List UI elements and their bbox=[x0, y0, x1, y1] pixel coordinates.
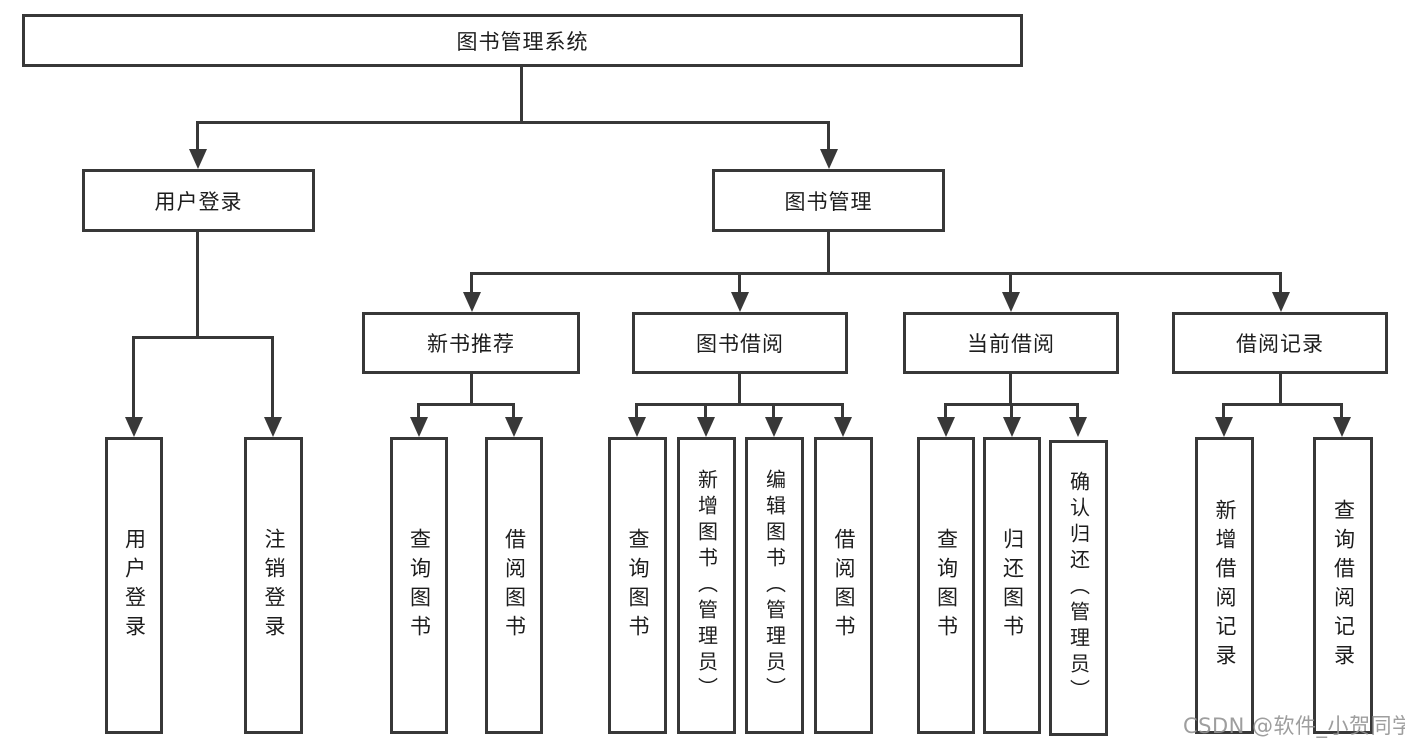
leaf-current-return-books: 归还图书 bbox=[983, 437, 1041, 734]
leaf-current-query-books: 查询图书 bbox=[917, 437, 975, 734]
arrow-to-current-return bbox=[1003, 417, 1021, 437]
connector-borrowing-leaf3-stub bbox=[772, 403, 775, 419]
arrow-to-borrowing-records bbox=[1272, 292, 1290, 312]
connector-current-down bbox=[1009, 374, 1012, 406]
connector-records-leaf2-stub bbox=[1340, 403, 1343, 419]
leaf-borrow-edit-books-admin: 编辑图书（管理员） bbox=[745, 437, 804, 734]
leaf-borrow-borrow-books-label: 借阅图书 bbox=[832, 527, 856, 644]
leaf-current-confirm-return-admin: 确认归还（管理员） bbox=[1049, 440, 1108, 736]
leaf-user-login-label: 用户登录 bbox=[122, 527, 147, 644]
connector-borrowing-stub bbox=[738, 272, 741, 294]
connector-root-bracket bbox=[196, 121, 830, 124]
arrow-to-borrow-borrow bbox=[834, 417, 852, 437]
node-root: 图书管理系统 bbox=[22, 14, 1023, 67]
connector-records-leaf1-stub bbox=[1222, 403, 1225, 419]
arrow-to-recommend-borrow bbox=[505, 417, 523, 437]
arrow-to-user-login-leaf bbox=[125, 417, 143, 437]
node-borrowing-records-label: 借阅记录 bbox=[1236, 332, 1324, 356]
leaf-records-add-record: 新增借阅记录 bbox=[1195, 437, 1254, 734]
connector-recommend-stub bbox=[470, 272, 473, 294]
leaf-recommend-query-books-label: 查询图书 bbox=[407, 527, 432, 644]
connector-mgmt-down bbox=[827, 232, 830, 275]
node-borrowing-records: 借阅记录 bbox=[1172, 312, 1388, 374]
leaf-records-query-record: 查询借阅记录 bbox=[1313, 437, 1373, 734]
node-user-login-label: 用户登录 bbox=[154, 189, 243, 214]
connector-borrowing-down bbox=[738, 374, 741, 406]
connector-user-down bbox=[196, 232, 199, 336]
arrow-to-book-borrowing bbox=[731, 292, 749, 312]
leaf-borrow-borrow-books: 借阅图书 bbox=[814, 437, 873, 734]
connector-current-stub bbox=[1009, 272, 1012, 294]
leaf-borrow-add-books-admin-label: 新增图书（管理员） bbox=[694, 468, 719, 703]
node-book-management-label: 图书管理 bbox=[784, 189, 873, 214]
arrow-to-borrow-query bbox=[628, 417, 646, 437]
connector-recommend-bracket bbox=[417, 403, 515, 406]
arrow-to-current-borrowing bbox=[1002, 292, 1020, 312]
connector-mgmt-stub bbox=[827, 121, 830, 151]
connector-user-leaf1-stub bbox=[132, 336, 135, 418]
node-new-book-recommend: 新书推荐 bbox=[362, 312, 580, 374]
node-new-book-recommend-label: 新书推荐 bbox=[427, 332, 515, 356]
arrow-to-user-login bbox=[189, 149, 207, 169]
leaf-records-add-record-label: 新增借阅记录 bbox=[1213, 498, 1237, 673]
connector-current-leaf2-stub bbox=[1010, 403, 1013, 419]
arrow-to-records-query bbox=[1333, 417, 1351, 437]
connector-user-stub bbox=[196, 121, 199, 151]
arrow-to-recommend-query bbox=[410, 417, 428, 437]
leaf-borrow-add-books-admin: 新增图书（管理员） bbox=[677, 437, 736, 734]
leaf-borrow-edit-books-admin-label: 编辑图书（管理员） bbox=[762, 468, 787, 703]
leaf-logout: 注销登录 bbox=[244, 437, 303, 734]
node-current-borrowing-label: 当前借阅 bbox=[967, 332, 1055, 356]
arrow-to-current-confirm bbox=[1069, 417, 1087, 437]
leaf-borrow-query-books-label: 查询图书 bbox=[626, 527, 650, 644]
connector-mgmt-bracket bbox=[470, 272, 1282, 275]
connector-records-stub bbox=[1279, 272, 1282, 294]
leaf-recommend-query-books: 查询图书 bbox=[390, 437, 448, 734]
connector-borrowing-bracket bbox=[635, 403, 844, 406]
connector-recommend-leaf2-stub bbox=[512, 403, 515, 419]
leaf-current-query-books-label: 查询图书 bbox=[934, 527, 959, 644]
node-root-label: 图书管理系统 bbox=[456, 29, 589, 54]
arrow-to-logout-leaf bbox=[264, 417, 282, 437]
node-book-borrowing-label: 图书借阅 bbox=[696, 332, 784, 356]
arrow-to-current-query bbox=[937, 417, 955, 437]
connector-borrowing-leaf4-stub bbox=[841, 403, 844, 419]
connector-current-leaf3-stub bbox=[1076, 403, 1079, 419]
arrow-to-new-book-recommend bbox=[463, 292, 481, 312]
leaf-user-login: 用户登录 bbox=[105, 437, 163, 734]
connector-borrowing-leaf1-stub bbox=[635, 403, 638, 419]
arrow-to-borrow-add bbox=[697, 417, 715, 437]
leaf-current-confirm-return-admin-label: 确认归还（管理员） bbox=[1066, 471, 1091, 705]
connector-current-leaf1-stub bbox=[944, 403, 947, 419]
leaf-current-return-books-label: 归还图书 bbox=[1000, 527, 1025, 644]
connector-recommend-down bbox=[470, 374, 473, 406]
node-current-borrowing: 当前借阅 bbox=[903, 312, 1119, 374]
connector-recommend-leaf1-stub bbox=[417, 403, 420, 419]
connector-user-leaf2-stub bbox=[271, 336, 274, 418]
arrow-to-records-add bbox=[1215, 417, 1233, 437]
arrow-to-borrow-edit bbox=[765, 417, 783, 437]
leaf-records-query-record-label: 查询借阅记录 bbox=[1331, 498, 1356, 673]
leaf-logout-label: 注销登录 bbox=[262, 527, 286, 644]
connector-user-bracket bbox=[132, 336, 274, 339]
connector-borrowing-leaf2-stub bbox=[704, 403, 707, 419]
connector-records-down bbox=[1279, 374, 1282, 406]
leaf-recommend-borrow-books-label: 借阅图书 bbox=[502, 527, 527, 644]
arrow-to-book-management bbox=[820, 149, 838, 169]
connector-records-bracket bbox=[1222, 403, 1343, 406]
node-book-borrowing: 图书借阅 bbox=[632, 312, 848, 374]
node-user-login: 用户登录 bbox=[82, 169, 315, 232]
leaf-recommend-borrow-books: 借阅图书 bbox=[485, 437, 543, 734]
node-book-management: 图书管理 bbox=[712, 169, 945, 232]
leaf-borrow-query-books: 查询图书 bbox=[608, 437, 667, 734]
connector-root-stub bbox=[520, 67, 523, 123]
csdn-watermark: CSDN @软件_小贺同学 bbox=[1183, 714, 1405, 738]
